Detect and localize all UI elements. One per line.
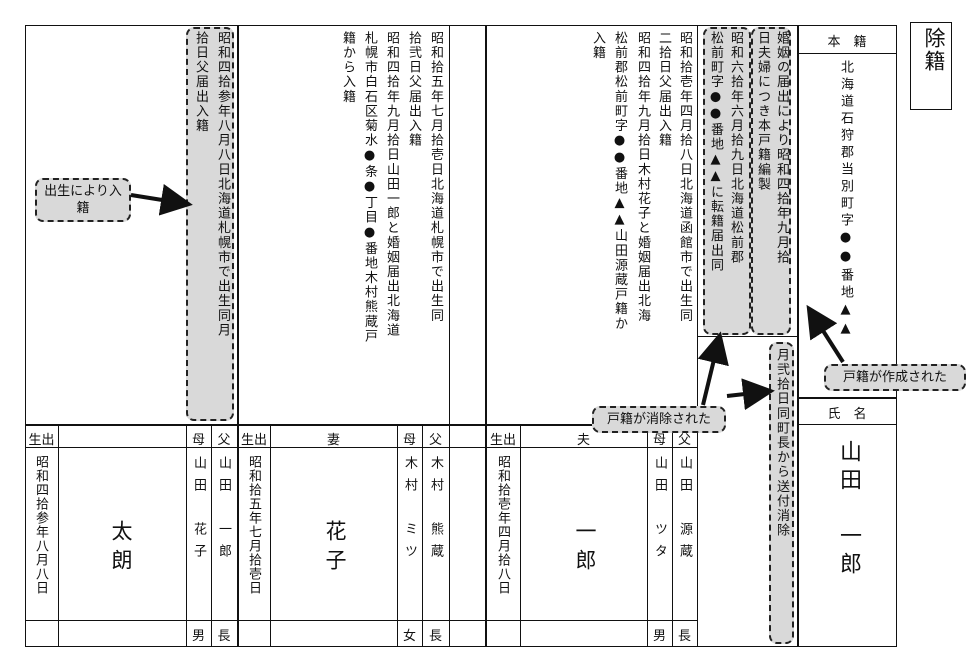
head-record-2: 日夫婦につき本戸籍編製 [755,31,770,192]
wife-role-label: 妻 [326,433,340,448]
honseki-address: 北海道石狩郡当別町字●●番地▲▲ [838,60,853,340]
honseki-header: 本 籍 [827,35,867,50]
husband-gender: 男 [652,629,666,644]
head-record-3: 昭和六拾年六月拾九日北海道松前郡 [728,31,743,265]
wife-record-5: 籍から入籍 [340,31,355,104]
callout-removed: 戸籍が消除された [592,406,726,433]
callout-birth-entry: 出生により入籍 [35,178,131,222]
child-relation: 長 [217,629,231,644]
husband-father: 山田 源蔵 [677,456,692,566]
husband-name: 一郎 [573,520,597,578]
child-record-2: 拾日父届出入籍 [193,31,208,134]
arrow-created [806,304,845,364]
wife-record-2: 拾弐日父届出入籍 [406,31,421,148]
child-birth-label: 生出 [28,433,55,448]
child-name: 太朗 [109,520,133,578]
head-record-highlight-2 [703,27,751,335]
husband-mother: 山田 ツタ [652,456,667,566]
husband-record-4: 松前郡松前町字●●番地▲▲山田源蔵戸籍か [612,31,627,331]
husband-role-label: 夫 [576,433,590,448]
child-record-1: 昭和四拾参年八月八日北海道札幌市で出生同月 [215,31,230,338]
head-record-5: 月弐拾日同町長から送付消除 [774,348,789,538]
removed-stamp: 除籍 [910,22,952,110]
child-father: 山田 一郎 [216,456,231,566]
callout-created: 戸籍が作成された [824,364,966,391]
head-record-highlight-1 [751,27,791,335]
wife-mother: 木村 ミツ [402,456,417,566]
child-father-label: 父 [217,433,231,448]
wife-father-label: 父 [428,433,442,448]
arrow-removed-up [697,331,729,406]
wife-record-1: 昭和拾五年七月拾壱日北海道札幌市で出生同 [428,31,443,323]
wife-gender: 女 [402,629,416,644]
husband-record-1: 昭和拾壱年四月拾八日北海道函館市で出生同 [677,31,692,323]
wife-record-3: 昭和四拾年九月拾日山田一郎と婚姻届出北海道 [384,31,399,338]
husband-father-label: 父 [677,433,691,448]
wife-birth-label: 生出 [240,433,267,448]
wife-father: 木村 熊蔵 [428,456,443,566]
child-record-highlight [186,27,234,421]
arrow-removed-right [726,378,775,411]
child-birth: 昭和四拾参年八月八日 [33,455,48,595]
head-name: 山田 一郎 [836,440,861,580]
head-record-1: 婚姻の届出により昭和四拾年九月拾 [774,31,789,265]
register-frame [25,25,897,647]
wife-name: 花子 [323,520,347,578]
husband-record-3: 昭和四拾年九月拾日木村花子と婚姻届出北海 [635,31,650,323]
wife-birth: 昭和拾五年七月拾壱日 [246,455,261,595]
husband-record-5: 入籍 [590,31,605,61]
husband-record-2: 二拾日父届出入籍 [656,31,671,148]
wife-relation: 長 [428,629,442,644]
husband-birth: 昭和拾壱年四月拾八日 [495,455,510,595]
child-mother-label: 母 [191,433,205,448]
shimei-header: 氏 名 [827,407,867,422]
husband-mother-label: 母 [652,433,666,448]
husband-birth-label: 生出 [489,433,516,448]
child-mother: 山田 花子 [191,456,206,566]
arrow-birth-entry [130,184,193,216]
husband-relation: 長 [677,629,691,644]
wife-mother-label: 母 [402,433,416,448]
child-gender: 男 [191,629,205,644]
head-record-4: 松前町字●●番地▲▲に転籍届出同 [708,31,723,273]
wife-record-4: 札幌市白石区菊水●条●丁目●番地木村熊蔵戸 [362,31,377,344]
